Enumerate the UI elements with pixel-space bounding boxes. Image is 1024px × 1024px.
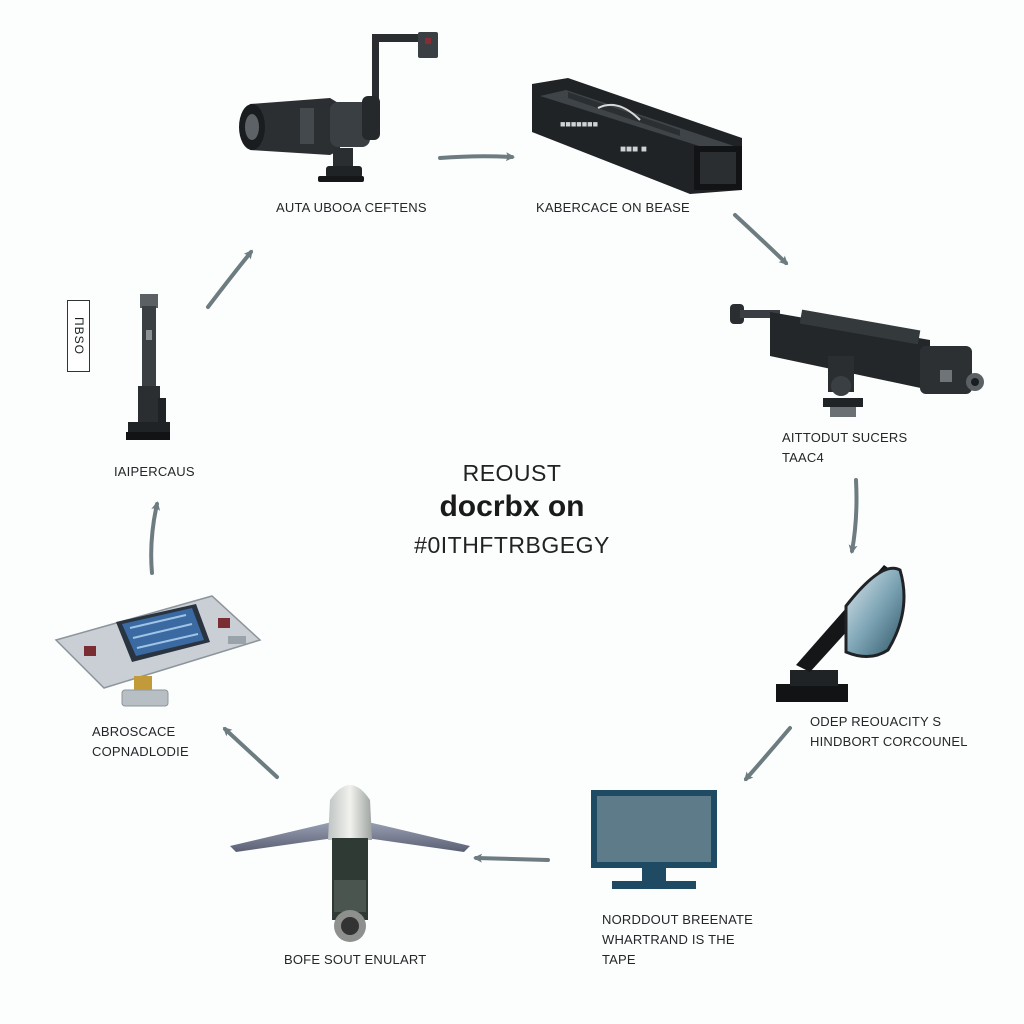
svg-text:■■■ ■: ■■■ ■ xyxy=(620,144,647,155)
node-2-label: KABERCACE ON BEASE xyxy=(536,198,690,218)
center-title-line-1: REOUST xyxy=(462,460,562,486)
rail-case-icon: ■■■■■■■ ■■■ ■ xyxy=(532,78,742,194)
arrow-1 xyxy=(438,152,515,162)
flow-arrows xyxy=(149,152,859,863)
node-4-label-line: ODEP REOUACITY S xyxy=(810,714,942,729)
satellite-dish-icon xyxy=(776,565,906,702)
arrow-3 xyxy=(848,478,859,554)
node-5-label-line: TAPE xyxy=(602,952,636,967)
missile-icon xyxy=(230,785,470,942)
node-3-label-line: TAAC4 xyxy=(782,450,824,465)
center-title-line-3: #0ITHFTRBGEGY xyxy=(414,532,610,558)
node-6-label: BOFE SOUT ENULART xyxy=(284,950,426,970)
arrow-5 xyxy=(473,853,550,863)
node-7-label-line: ABROSCACE xyxy=(92,724,176,739)
arrow-6 xyxy=(222,726,279,779)
svg-text:■■■■■■■: ■■■■■■■ xyxy=(560,119,598,129)
node-8-label: IAIPERCAUS xyxy=(114,462,195,482)
side-tag: ПВSO xyxy=(67,300,90,372)
arrow-2 xyxy=(733,213,789,266)
node-3-label-line: AITTODUT SUCERS xyxy=(782,430,908,445)
node-6-label-line: BOFE SOUT ENULART xyxy=(284,952,427,967)
arrow-7 xyxy=(149,501,161,575)
node-4-label: ODEP REOUACITY S HINDBORT CORCOUNEL xyxy=(810,712,968,752)
node-5-label-line: NORDDOUT BREENATE xyxy=(602,912,753,927)
node-5-label-line: WHARTRAND IS THE xyxy=(602,932,735,947)
node-2-label-line: KABERCACE ON BEASE xyxy=(536,200,690,215)
node-7-label: ABROSCACE COPNADLODIE xyxy=(92,722,189,762)
circuit-board-icon xyxy=(54,595,262,707)
node-3-label: AITTODUT SUCERS TAAC4 xyxy=(782,428,907,468)
arrow-8 xyxy=(206,249,253,309)
monitor-icon xyxy=(591,790,717,889)
tripod-sensor-icon xyxy=(126,294,170,440)
node-1-label-line: AUTA UBOOA CEFTENS xyxy=(276,200,427,215)
side-tag-label: ПВSO xyxy=(71,317,86,355)
node-1-label: AUTA UBOOA CEFTENS xyxy=(276,198,427,218)
node-4-label-line: HINDBORT CORCOUNEL xyxy=(810,734,968,749)
camera-scope-icon xyxy=(239,32,438,182)
center-title-line-2: docrbx on xyxy=(439,490,585,523)
node-8-label-line: IAIPERCAUS xyxy=(114,464,195,479)
node-7-label-line: COPNADLODIE xyxy=(92,744,189,759)
node-5-label: NORDDOUT BREENATE WHARTRAND IS THE TAPE xyxy=(602,910,753,970)
arrow-4 xyxy=(744,726,792,782)
rifle-scope-icon xyxy=(730,304,984,417)
